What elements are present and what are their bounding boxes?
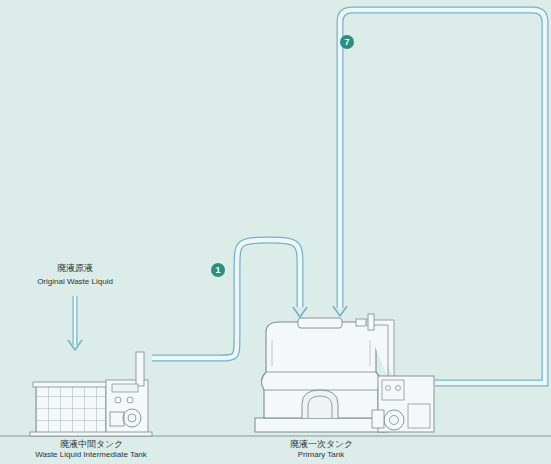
inflow-label: 廃液原液 [57, 262, 93, 275]
callout-circle [340, 35, 354, 49]
inflow-arrow [68, 296, 82, 350]
callout-circle [211, 263, 225, 277]
tank-name-jp: 廃液一次タンク [255, 439, 387, 450]
primary-tank [255, 314, 434, 432]
tank-caption: 廃液一次タンクPrimary Tank [255, 439, 387, 460]
pipe-core [152, 240, 300, 358]
pipe-connector [152, 240, 307, 358]
inflow-label: Original Waste Liquid [37, 277, 113, 286]
tank-name-en: Primary Tank [255, 450, 387, 460]
callout-number: 7 [340, 35, 354, 49]
arrow-head [293, 307, 307, 317]
intermediate-tank-node: 廃液中間タンクWaste Liquid Intermediate Tank [30, 352, 152, 462]
pipe-outline [152, 240, 300, 358]
callout-number: 1 [211, 263, 225, 277]
tank-caption: 廃液中間タンクWaste Liquid Intermediate Tank [30, 439, 152, 460]
tank-name-en: Waste Liquid Intermediate Tank [30, 450, 152, 460]
primary-tank-node: 廃液一次タンクPrimary Tank [255, 316, 387, 462]
tank-name-jp: 廃液中間タンク [30, 439, 152, 450]
intermediate-tank [30, 352, 152, 436]
